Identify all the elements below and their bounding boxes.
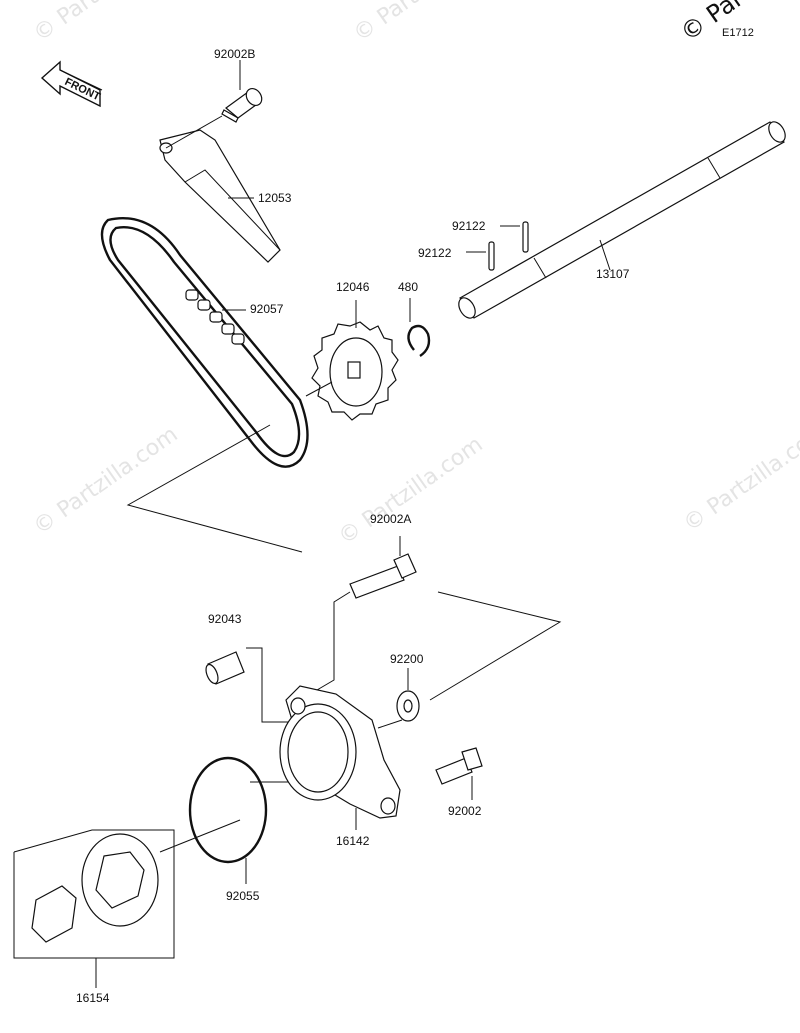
pin-92122-b: [466, 241, 495, 271]
cam-chain: [100, 217, 309, 468]
label-92122-b: 92122: [418, 246, 452, 260]
label-92122-a: 92122: [452, 219, 486, 233]
label-16142: 16142: [336, 834, 370, 848]
label-12046: 12046: [336, 280, 370, 294]
label-92002b: 92002B: [214, 47, 255, 61]
watermark: © Partzilla.com: [334, 432, 487, 550]
label-13107: 13107: [596, 267, 630, 281]
copyright-mark: © Partzilla.com: [675, 0, 800, 47]
watermark: © Partzilla.com: [679, 419, 800, 537]
watermark: © Partzilla.com: [349, 0, 502, 47]
chain-guide-12053: [159, 115, 281, 263]
dowel-92043: [205, 651, 245, 685]
label-92002: 92002: [448, 804, 482, 818]
circlip-480: [407, 298, 431, 357]
part-labels: 92002B 12053 92057 12046 480 92122 92122…: [76, 47, 630, 1005]
label-12053: 12053: [258, 191, 292, 205]
label-92043: 92043: [208, 612, 242, 626]
label-16154: 16154: [76, 991, 110, 1005]
label-480: 480: [398, 280, 418, 294]
label-92055: 92055: [226, 889, 260, 903]
watermark-layer: © Partzilla.com © Partzilla.com © Partzi…: [29, 0, 800, 550]
pin-92122-a: [500, 221, 529, 253]
bolt-92002b: [221, 60, 263, 123]
washer-92200: [396, 690, 420, 722]
sprocket-12046: [305, 300, 399, 421]
watermark: © Partzilla.com: [29, 422, 182, 540]
watermark: © Partzilla.com: [29, 0, 182, 47]
shaft-13107: [458, 121, 786, 319]
label-92200: 92200: [390, 652, 424, 666]
bolt-92002: [435, 747, 483, 785]
pump-body-16142: [279, 685, 401, 819]
front-arrow-icon: FRONT: [40, 60, 102, 108]
label-92002a: 92002A: [370, 512, 411, 526]
rotor-set-16154: [31, 833, 159, 943]
chain-link-92057: [185, 289, 246, 345]
o-ring-92055: [188, 756, 268, 864]
diagram-code: E1712: [722, 27, 754, 39]
bolt-92002a: [349, 553, 417, 599]
label-92057: 92057: [250, 302, 284, 316]
